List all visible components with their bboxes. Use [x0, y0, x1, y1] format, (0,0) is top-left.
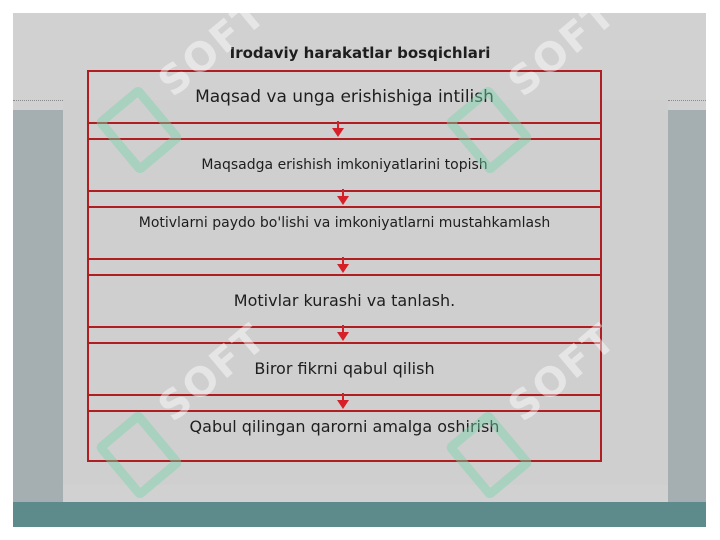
step-label-1: Maqsad va unga erishishiga intilish	[195, 86, 494, 107]
step-box-4: Motivlar kurashi va tanlash.	[87, 274, 602, 328]
slide-side-band-left	[13, 110, 63, 502]
step-label-2: Maqsadga erishish imkoniyatlarini topish	[201, 156, 488, 173]
step-box-3: Motivlarni paydo bo'lishi va imkoniyatla…	[87, 206, 602, 260]
dotted-divider-right	[668, 100, 706, 101]
arrow-down-icon	[337, 257, 349, 273]
step-box-2: Maqsadga erishish imkoniyatlarini topish	[87, 138, 602, 192]
arrow-down-icon	[337, 189, 349, 205]
step-label-5: Biror fikrni qabul qilish	[254, 359, 435, 379]
step-box-6: Qabul qilingan qarorni amalga oshirish	[87, 410, 602, 462]
step-label-3: Motivlarni paydo bo'lishi va imkoniyatla…	[138, 215, 551, 231]
slide-side-band-right	[668, 110, 706, 502]
slide-bottom-band	[13, 502, 706, 527]
arrow-down-icon	[337, 393, 349, 409]
arrow-down-icon	[332, 121, 344, 137]
dotted-divider-left	[13, 100, 63, 101]
step-label-4: Motivlar kurashi va tanlash.	[233, 291, 456, 311]
step-label-6: Qabul qilingan qarorni amalga oshirish	[189, 417, 500, 436]
arrow-down-icon	[337, 325, 349, 341]
step-box-1: Maqsad va unga erishishiga intilish	[87, 70, 602, 124]
content-panel	[63, 100, 668, 485]
diagram-title: Irodaviy harakatlar bosqichlari	[229, 44, 491, 62]
step-box-5: Biror fikrni qabul qilish	[87, 342, 602, 396]
